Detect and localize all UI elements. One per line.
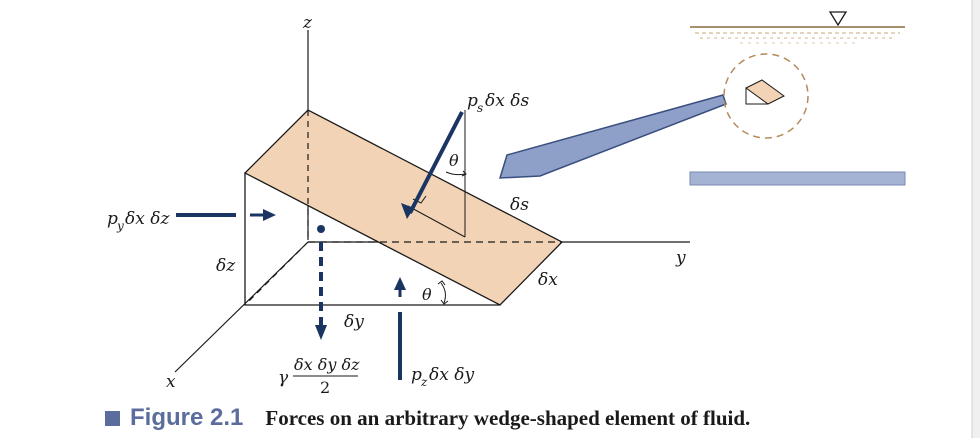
theta-bottom-arrow-up — [437, 280, 446, 286]
free-surface-triangle-icon — [828, 11, 848, 27]
weight-force-head — [315, 325, 327, 340]
theta-bottom-label: θ — [422, 285, 432, 304]
dz-label: δz — [216, 256, 236, 276]
ps-label-p: p — [467, 91, 478, 111]
x-axis — [174, 241, 309, 373]
gamma-label: γ — [278, 368, 289, 388]
face-reference-line — [407, 205, 466, 238]
dy-label: δy — [344, 312, 364, 332]
weight-numerator: δx δy δz — [294, 355, 360, 374]
theta-top-arrow — [461, 170, 467, 177]
inset-wedge-edges — [745, 88, 768, 105]
inset-wedge-top — [745, 79, 785, 105]
pz-force-head — [394, 277, 406, 290]
ps-force-head — [401, 203, 414, 219]
dx-label: δx — [538, 270, 558, 290]
pz-label-rest: δx δy — [429, 365, 474, 385]
z-axis-label: z — [302, 13, 313, 33]
pz-label-p: p — [411, 365, 422, 385]
py-label-p: p — [107, 209, 118, 229]
inset-dashed-circle — [723, 53, 809, 139]
theta-top-arc — [445, 171, 466, 176]
page-edge — [972, 0, 980, 438]
ps-force-shaft — [408, 111, 464, 214]
ps-label-rest: δx δs — [485, 91, 529, 111]
theta-bottom-arc — [440, 282, 446, 304]
centroid-dot — [317, 225, 325, 233]
theta-bottom-arrow-down — [440, 299, 449, 305]
pz-label-sub: z — [420, 375, 428, 389]
caption-text: Forces on an arbitrary wedge-shaped elem… — [265, 405, 751, 430]
inset-bottom-surface — [689, 171, 906, 186]
figure-caption: Figure 2.1 Forces on an arbitrary wedge-… — [105, 404, 750, 434]
caption-figure-number: Figure 2.1 — [130, 404, 244, 431]
y-axis-label: y — [675, 248, 686, 268]
inset-pointer-arrow — [498, 94, 727, 179]
weight-denominator: 2 — [320, 378, 330, 397]
x-axis-label: x — [166, 372, 176, 392]
py-label-rest: δx δz — [125, 209, 170, 229]
ds-label: δs — [510, 195, 529, 215]
wedge-hidden-diagonal — [244, 241, 309, 306]
py-label-sub: y — [116, 219, 124, 233]
ps-label-sub: s — [477, 101, 483, 115]
caption-square-icon — [105, 410, 120, 426]
py-force-head — [263, 209, 276, 221]
theta-top-label: θ — [449, 151, 459, 170]
